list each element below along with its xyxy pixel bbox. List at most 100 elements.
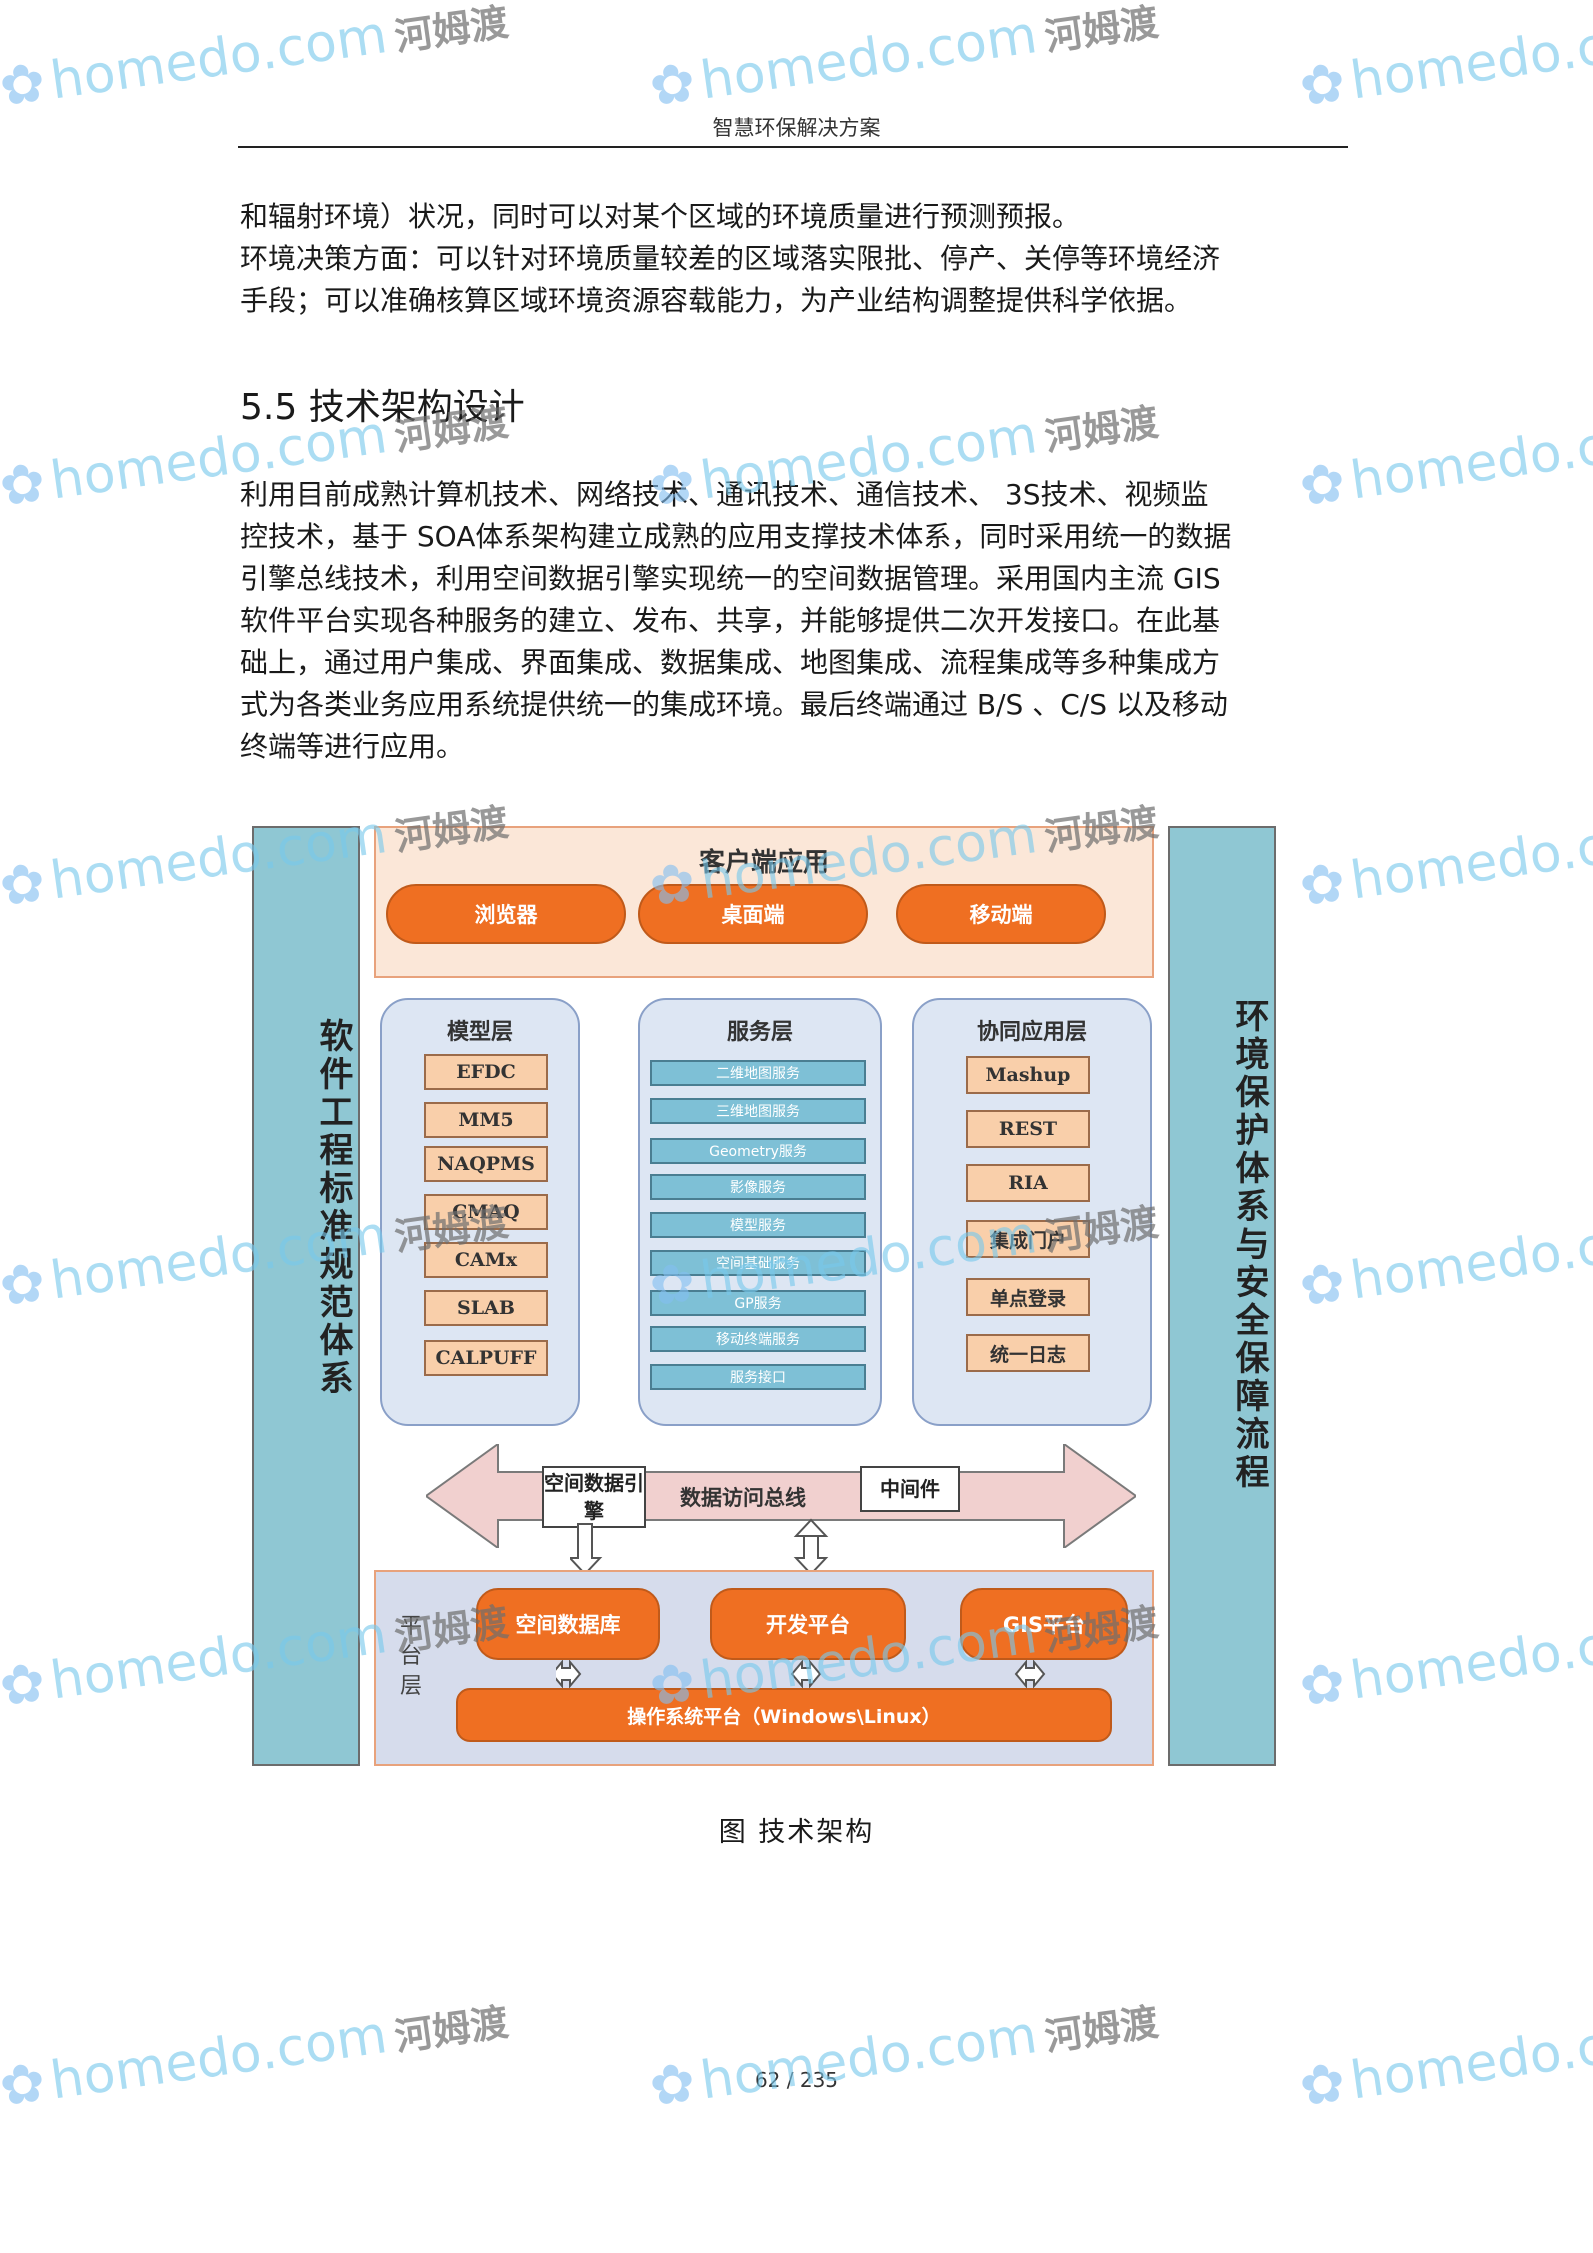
collab-item: RIA (966, 1164, 1090, 1202)
client-app-zone: 客户端应用 浏览器 桌面端 移动端 (374, 826, 1154, 978)
watermark-brand: homedo.com (46, 2004, 391, 2112)
body-line: 引擎总线技术，利用空间数据引擎实现统一的空间数据管理。采用国内主流 GIS (240, 562, 1221, 595)
flower-icon: ✿ (1295, 1650, 1350, 1719)
platform-layer-label: 平台层 (400, 1614, 423, 1699)
service-item: 服务接口 (650, 1364, 866, 1390)
watermark: ✿homedo.com (1296, 2002, 1593, 2119)
dev-platform: 开发平台 (710, 1588, 906, 1660)
body-line: 控技术，基于 SOA体系架构建立成熟的应用支撑技术体系，同时采用统一的数据 (240, 520, 1232, 553)
security-column-label: 环境保护体系与安全保障流程 (1229, 998, 1269, 1492)
service-item: Geometry服务 (650, 1138, 866, 1164)
header-title: 智慧环保解决方案 (712, 116, 881, 140)
platform-connector-arrows (556, 1660, 1046, 1689)
service-item: 空间基础服务 (650, 1250, 866, 1276)
page-number: 62 / 235 (754, 2068, 839, 2092)
flower-icon: ✿ (1295, 850, 1350, 919)
collab-item: 集成门户 (966, 1220, 1090, 1258)
watermark-brand: homedo.com (1346, 804, 1593, 912)
header-rule (238, 146, 1348, 148)
service-item: 二维地图服务 (650, 1060, 866, 1086)
body-line: 利用目前成熟计算机技术、网络技术、通讯技术、通信技术、 3S技术、视频监 (240, 478, 1209, 511)
watermark-brand: homedo.com (696, 2004, 1041, 2112)
service-item: GP服务 (650, 1290, 866, 1316)
watermark-cn: 河姆渡 (1042, 1999, 1162, 2060)
data-access-bus: 空间数据引擎 数据访问总线 中间件 (424, 1442, 1138, 1550)
service-layer-panel: 服务层 二维地图服务 三维地图服务 Geometry服务 影像服务 模型服务 空… (638, 998, 882, 1426)
watermark-cn: 河姆渡 (392, 1999, 512, 2060)
flower-icon: ✿ (0, 1650, 50, 1719)
spatial-database: 空间数据库 (476, 1588, 660, 1660)
watermark-brand: homedo.com (46, 4, 391, 112)
watermark: ✿homedo.com河姆渡 (646, 1985, 1162, 2119)
collab-item: Mashup (966, 1056, 1090, 1094)
standards-column-label: 软件工程标准规范体系 (313, 1018, 353, 1398)
flower-icon: ✿ (0, 450, 50, 519)
watermark: ✿homedo.com河姆渡 (646, 0, 1162, 119)
body-line: 础上，通过用户集成、界面集成、数据集成、地图集成、流程集成等多种集成方 (240, 646, 1221, 679)
watermark-brand: homedo.com (696, 4, 1041, 112)
model-layer-title: 模型层 (446, 1019, 513, 1045)
flower-icon: ✿ (0, 1250, 50, 1319)
watermark-brand: homedo.com (1346, 1604, 1593, 1712)
body-line: 终端等进行应用。 (240, 730, 465, 763)
flower-icon: ✿ (0, 50, 50, 119)
client-mobile: 移动端 (896, 884, 1106, 944)
collab-layer-title: 协同应用层 (976, 1019, 1087, 1045)
spatial-data-engine: 空间数据引擎 (542, 1466, 646, 1528)
service-item: 移动终端服务 (650, 1326, 866, 1352)
watermark: ✿homedo.com (1296, 1202, 1593, 1319)
client-app-title: 客户端应用 (698, 848, 829, 878)
watermark-brand: homedo.com (1346, 4, 1593, 112)
bus-connector-arrows (570, 1518, 829, 1576)
middleware: 中间件 (860, 1466, 960, 1512)
intro-line: 手段；可以准确核算区域环境资源容载能力，为产业结构调整提供科学依据。 (240, 284, 1193, 317)
model-item: CAMx (424, 1242, 548, 1278)
watermark-cn: 河姆渡 (392, 0, 512, 60)
figure-caption: 图 技术架构 (718, 1817, 875, 1848)
intro-line: 和辐射环境）状况，同时可以对某个区域的环境质量进行预测预报。 (240, 200, 1081, 233)
standards-column: 软件工程标准规范体系 (252, 826, 360, 1766)
architecture-diagram: 软件工程标准规范体系 环境保护体系与安全保障流程 客户端应用 浏览器 桌面端 移… (250, 820, 1276, 1770)
watermark: ✿homedo.com (1296, 1602, 1593, 1719)
model-item: MM5 (424, 1102, 548, 1138)
flower-icon: ✿ (1295, 50, 1350, 119)
bus-label: 数据访问总线 (680, 1485, 806, 1510)
security-column: 环境保护体系与安全保障流程 (1168, 826, 1276, 1766)
service-layer-title: 服务层 (726, 1019, 793, 1045)
watermark-cn: 河姆渡 (1042, 399, 1162, 460)
body-line: 式为各类业务应用系统提供统一的集成环境。最后终端通过 B/S 、C/S 以及移动 (240, 688, 1228, 721)
watermark: ✿homedo.com河姆渡 (0, 1985, 512, 2119)
os-platform-bar: 操作系统平台（Windows\Linux） (456, 1688, 1112, 1742)
gis-platform: GIS平台 (960, 1588, 1128, 1660)
flower-icon: ✿ (645, 50, 700, 119)
intro-line: 环境决策方面：可以针对环境质量较差的区域落实限批、停产、关停等环境经济 (240, 242, 1221, 275)
model-item: NAQPMS (424, 1146, 548, 1182)
collab-layer-panel: 协同应用层 Mashup REST RIA 集成门户 单点登录 统一日志 (912, 998, 1152, 1426)
model-item: CMAQ (424, 1194, 548, 1230)
watermark-brand: homedo.com (1346, 1204, 1593, 1312)
platform-layer-zone: 平台层 空间数据库 开发平台 GIS平台 操作系统平台（Windows\Linu… (374, 1570, 1154, 1766)
client-browser: 浏览器 (386, 884, 626, 944)
service-item: 模型服务 (650, 1212, 866, 1238)
client-desktop: 桌面端 (638, 884, 868, 944)
intro-paragraph: 和辐射环境）状况，同时可以对某个区域的环境质量进行预测预报。 环境决策方面：可以… (240, 196, 1355, 322)
watermark: ✿homedo.com河姆渡 (0, 0, 512, 119)
watermark: ✿homedo.com (1296, 2, 1593, 119)
model-item: CALPUFF (424, 1340, 548, 1376)
watermark: ✿homedo.com (1296, 802, 1593, 919)
watermark-cn: 河姆渡 (1042, 0, 1162, 60)
model-item: SLAB (424, 1290, 548, 1326)
body-line: 软件平台实现各种服务的建立、发布、共享，并能够提供二次开发接口。在此基 (240, 604, 1221, 637)
flower-icon: ✿ (1295, 1250, 1350, 1319)
model-item: EFDC (424, 1054, 548, 1090)
flower-icon: ✿ (0, 850, 50, 919)
body-paragraph: 利用目前成熟计算机技术、网络技术、通讯技术、通信技术、 3S技术、视频监 控技术… (240, 474, 1355, 768)
service-item: 影像服务 (650, 1174, 866, 1200)
collab-item: 单点登录 (966, 1278, 1090, 1316)
model-layer-panel: 模型层 EFDC MM5 NAQPMS CMAQ CAMx SLAB CALPU… (380, 998, 580, 1426)
collab-item: 统一日志 (966, 1334, 1090, 1372)
section-heading: 5.5 技术架构设计 (240, 387, 525, 428)
watermark-brand: homedo.com (1346, 404, 1593, 512)
collab-item: REST (966, 1110, 1090, 1148)
watermark-brand: homedo.com (1346, 2004, 1593, 2112)
